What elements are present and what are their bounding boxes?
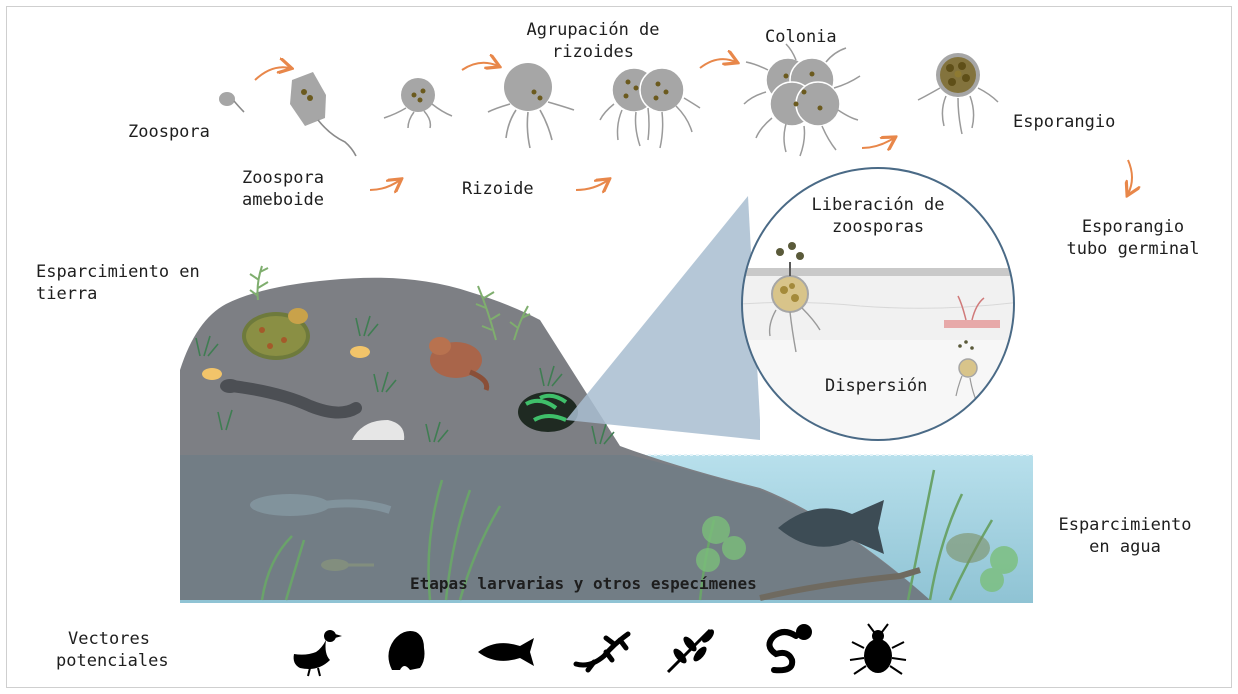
poison-frog xyxy=(518,392,578,432)
stage-esporangio xyxy=(918,53,998,134)
label-liberacion: Liberación de zoosporas xyxy=(800,194,956,238)
stage-rizoide-small xyxy=(384,78,452,128)
label-esporangio: Esporangio xyxy=(1013,111,1115,133)
callout-cone xyxy=(566,196,760,440)
stage-zoospora xyxy=(219,92,244,112)
frog-underwater xyxy=(946,533,990,563)
cycle-arrows xyxy=(255,59,1132,194)
stage-zoospora-ameboide xyxy=(290,72,356,156)
label-zoospora: Zoospora xyxy=(128,121,210,143)
label-etapas-larvarias: Etapas larvarias y otros especímenes xyxy=(410,573,757,595)
label-esparcimiento-agua: Esparcimiento en agua xyxy=(1050,514,1200,558)
label-agrupacion: Agrupación de rizoides xyxy=(518,19,668,63)
label-vectores: Vectores potenciales xyxy=(56,628,162,672)
label-esporangio-tubo: Esporangio tubo germinal xyxy=(1058,216,1208,260)
label-dispersion: Dispersión xyxy=(825,375,927,397)
stage-colonia xyxy=(744,44,860,156)
label-colonia: Colonia xyxy=(765,26,837,48)
label-rizoide: Rizoide xyxy=(462,178,534,200)
label-zoospora-ameboide: Zoospora ameboide xyxy=(237,167,329,211)
stage-agrupacion xyxy=(600,68,700,148)
stage-rizoide xyxy=(488,63,574,148)
label-esparcimiento-tierra: Esparcimiento en tierra xyxy=(36,261,200,305)
